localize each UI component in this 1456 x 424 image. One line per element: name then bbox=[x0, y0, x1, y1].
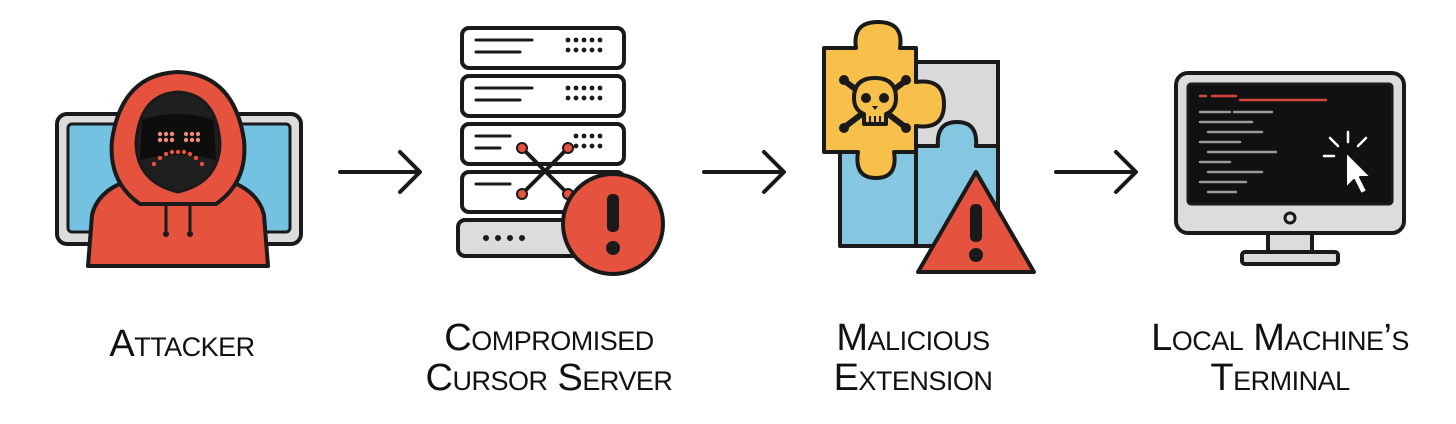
extension-label-line2: Extension bbox=[833, 357, 993, 399]
step-label-attacker: Attacker bbox=[102, 324, 262, 364]
mouse-cursor-icon bbox=[1322, 130, 1372, 195]
flow-arrow-1 bbox=[338, 150, 422, 194]
server-label-line1: Compromised bbox=[444, 317, 654, 359]
flow-arrow-2 bbox=[702, 150, 786, 194]
server-label-line2: Cursor Server bbox=[425, 357, 673, 399]
skull-crossbones-icon bbox=[839, 75, 911, 133]
extension-label-line1: Malicious bbox=[836, 317, 990, 359]
attacker-label-line1: Attacker bbox=[109, 323, 255, 365]
warning-triangle-icon bbox=[916, 170, 1036, 274]
compromised-server-icon bbox=[456, 26, 665, 276]
step-label-malicious-extension: Malicious Extension bbox=[806, 318, 1020, 398]
step-label-local-terminal: Local Machine’s Terminal bbox=[1120, 318, 1440, 398]
hooded-hacker-icon bbox=[55, 70, 303, 268]
step-label-compromised-server: Compromised Cursor Server bbox=[416, 318, 682, 398]
terminal-monitor-icon bbox=[1174, 71, 1406, 266]
malicious-puzzle-icon bbox=[822, 20, 1036, 274]
flow-arrow-3 bbox=[1054, 150, 1138, 194]
terminal-label-line2: Terminal bbox=[1210, 357, 1350, 399]
warning-circle-icon bbox=[561, 172, 665, 276]
terminal-label-line1: Local Machine’s bbox=[1151, 317, 1409, 359]
